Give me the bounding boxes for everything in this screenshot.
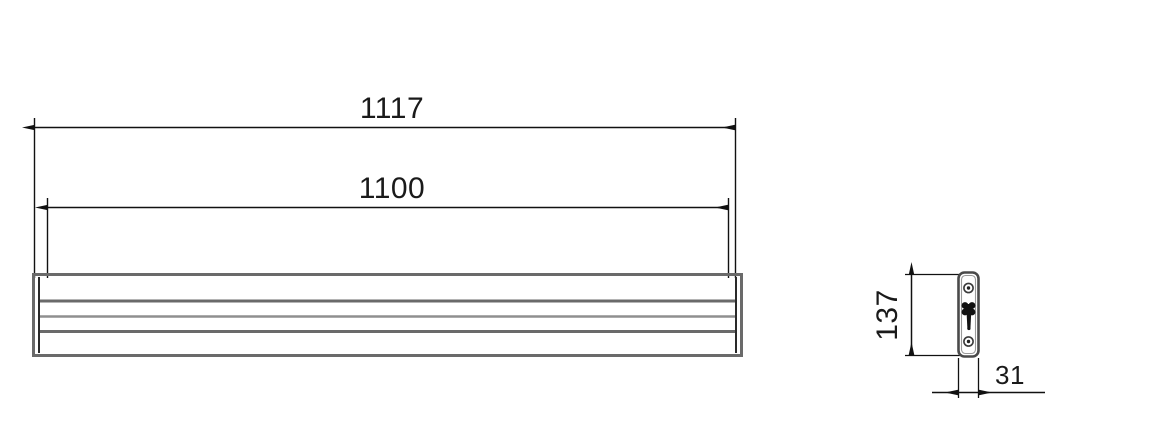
dimension-height: 137 — [871, 262, 962, 357]
rail-outer-rect — [32, 273, 743, 357]
dimension-label-31: 31 — [995, 360, 1025, 390]
side-view-bracket — [957, 271, 980, 358]
dimension-depth: 31 — [932, 358, 1045, 398]
dimension-label-1117: 1117 — [360, 92, 424, 125]
screw-hole-top-center — [966, 286, 971, 290]
keyhole-slot — [961, 302, 976, 331]
screw-hole-bottom-center — [966, 339, 971, 344]
bracket-plate-inner-outline — [960, 274, 977, 355]
front-view-rail-profile — [32, 273, 743, 357]
dimension-overall-width: 1117 — [22, 92, 737, 278]
dimension-label-137: 137 — [871, 289, 904, 341]
dimension-label-1100: 1100 — [359, 172, 426, 205]
dimension-inner-width: 1100 — [35, 172, 730, 278]
